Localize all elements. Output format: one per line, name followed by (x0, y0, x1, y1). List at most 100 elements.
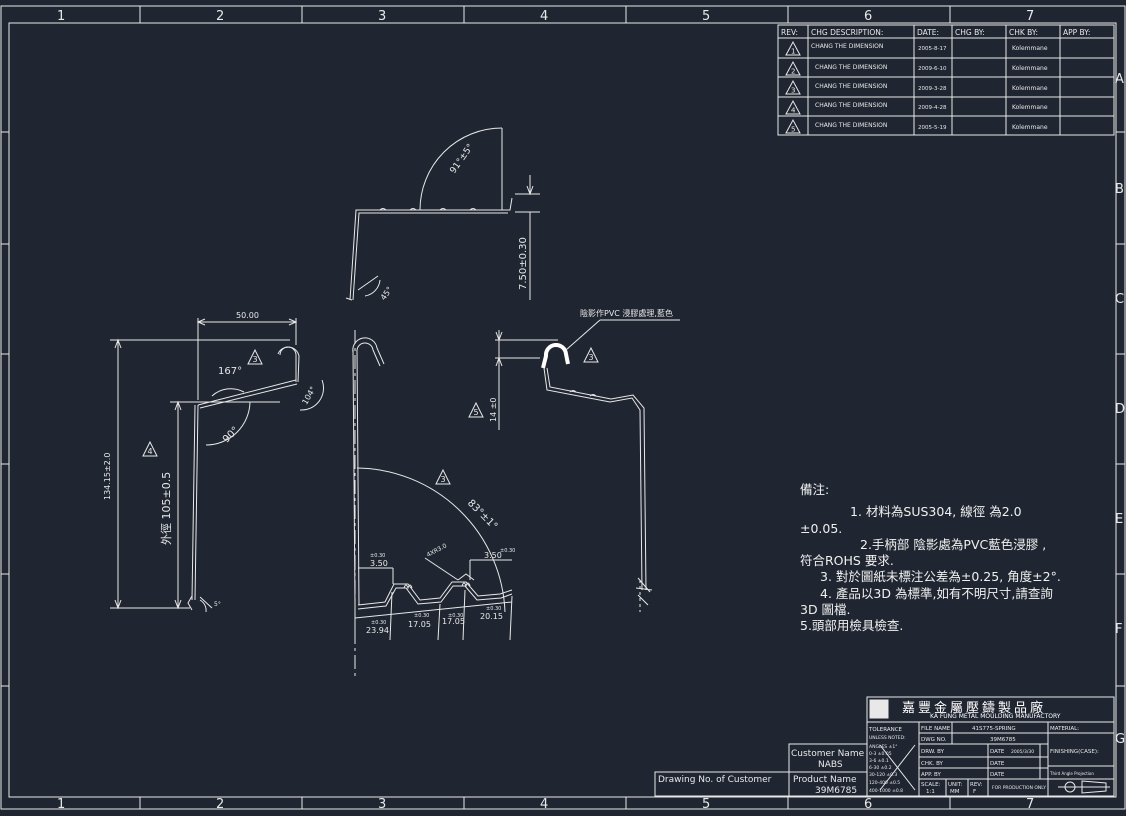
svg-text:1: 1 (791, 48, 795, 56)
rev-header: CHK BY: (1009, 28, 1038, 37)
tb-date-label: DATE (990, 761, 1005, 767)
tb-unless-noted: UNLESS NOTED: (869, 735, 906, 741)
rev-marker-label: 3 (441, 475, 446, 484)
rev-row: 2 CHANG THE DIMENSION 2009-6-10 Kolemman… (785, 60, 1048, 76)
dim-tol: ±0.30 (448, 613, 463, 619)
tb-unit-label: UNIT: (948, 782, 963, 788)
rev-marker (142, 348, 263, 457)
dim-od-105: 外徑 105±0.5 (160, 472, 173, 545)
revision-table (777, 24, 1115, 136)
top-view (345, 127, 540, 301)
rev-row: 4 CHANG THE DIMENSION 2009-4-28 Kolemman… (785, 99, 1048, 115)
note-line: 2.手柄部 陰影處為PVC藍色浸膠 , 符合ROHS 要求. (800, 536, 1047, 569)
tb-tol-row: 30-120 ±0.3 (869, 772, 897, 778)
front-view (352, 330, 513, 680)
col-label: 3 (378, 9, 386, 24)
inner-border (8, 22, 1117, 798)
tb-scale-label: SCALE: (921, 782, 941, 788)
svg-text:2009-4-28: 2009-4-28 (918, 105, 947, 111)
notes-title: 備注: (800, 482, 830, 497)
dim-top-height: 7.50±0.30 (518, 237, 529, 290)
col-label: 2 (216, 797, 224, 812)
note-line: 4. 產品以3D 為標準,如有不明尺寸,請查詢3D 圖檔. (800, 585, 1053, 618)
tb-rev-label: REV: (970, 782, 983, 788)
dim-r-tol-left: ±0.30 (370, 553, 385, 559)
svg-text:2005-5-19: 2005-5-19 (918, 125, 947, 131)
tb-drw-by-label: DRW. BY (921, 749, 945, 755)
rev-row: 5 CHANG THE DIMENSION 2005-5-19 Kolemman… (785, 118, 1048, 134)
svg-text:Kolemmane: Kolemmane (1012, 124, 1048, 131)
left-side-view (110, 318, 325, 613)
dim-hook-14: 14 ±0 (489, 397, 498, 422)
note-line: 5.頭部用檢具檢查. (800, 618, 904, 634)
dim-height-134: 134.15±2.0 (103, 453, 112, 500)
dim-17a: 17.05 (408, 620, 431, 629)
tb-tol-row: ANGLES ±1° (869, 744, 897, 750)
col-label: 5 (702, 797, 710, 812)
title-block (654, 696, 1115, 797)
col-label: 4 (540, 9, 548, 24)
rev-row: 1 CHANG THE DIMENSION 2005-8-17 Kolemman… (785, 40, 1048, 56)
dim-20: 20.15 (480, 612, 503, 621)
col-label: 3 (378, 797, 386, 812)
tb-tol-row: 6-30 ±0.2 (869, 765, 892, 771)
tb-tol-row: 120-400 ±0.5 (869, 780, 900, 786)
tb-unit: MM (950, 789, 960, 795)
tb-file-name: 41S775-SPRING (972, 726, 1016, 732)
dim-tol: ±0.30 (371, 620, 386, 626)
row-label: E (1115, 512, 1123, 527)
col-label: 1 (57, 797, 65, 812)
product-name: 39M6785 (815, 786, 857, 796)
svg-text:CHANG THE DIMENSION: CHANG THE DIMENSION (815, 83, 887, 90)
note-line: 3. 對於圖紙未標注公差為±0.25, 角度±2°. (820, 569, 1061, 585)
zone-ticks (1, 6, 1125, 809)
company-logo: K (872, 704, 883, 719)
tb-tol-row: 400-1000 ±0.8 (869, 788, 903, 794)
tb-drw-date: 2005/3/30 (1011, 749, 1034, 755)
drawing-no-customer-label: Drawing No. of Customer (658, 775, 772, 785)
rev-marker-label: 5 (474, 408, 479, 417)
dim-tol: ±0.30 (486, 606, 501, 612)
svg-text:CHANG THE DIMENSION: CHANG THE DIMENSION (815, 102, 887, 109)
svg-text:CHANG THE DIMENSION: CHANG THE DIMENSION (815, 122, 887, 129)
row-label: D (1115, 402, 1125, 417)
col-label: 6 (864, 9, 872, 24)
tb-app-by-label: APP. BY (921, 772, 942, 778)
svg-text:5: 5 (791, 126, 795, 134)
rev-marker (435, 468, 451, 485)
rev-header: DATE: (917, 28, 939, 37)
svg-text:Kolemmane: Kolemmane (1012, 45, 1048, 52)
row-label: A (1115, 72, 1124, 87)
rev-header: REV: (781, 28, 798, 37)
svg-text:CHANG THE DIMENSION: CHANG THE DIMENSION (811, 43, 883, 50)
dim-angle-167: 167° (218, 366, 242, 377)
dim-angle-83: 83°±1° (465, 498, 499, 532)
dim-17b: 17.05 (442, 617, 465, 626)
dim-23: 23.94 (366, 626, 389, 635)
tb-material-label: MATERIAL: (1050, 726, 1079, 732)
svg-text:Kolemmane: Kolemmane (1012, 85, 1048, 92)
row-label: C (1115, 292, 1124, 307)
tb-dwg-no: 39M6785 (990, 737, 1016, 743)
customer-name-label: Customer Name (791, 749, 865, 759)
col-label: 4 (540, 797, 548, 812)
tb-rev: F (973, 789, 976, 795)
tb-dwg-no-label: DWG NO. (921, 737, 947, 743)
tb-tol-row: 3-6 ±0.1 (869, 758, 889, 764)
rev-header: CHG BY: (955, 28, 985, 37)
rev-marker (468, 346, 599, 418)
svg-text:2005-8-17: 2005-8-17 (918, 46, 947, 52)
col-label: 7 (1026, 9, 1034, 24)
row-label: G (1115, 732, 1125, 747)
tb-date-label: DATE (990, 749, 1005, 755)
rev-header: CHG DESCRIPTION: (811, 28, 883, 37)
tb-date-label: DATE (990, 772, 1005, 778)
customer-name: NABS (818, 760, 843, 770)
dim-small-5: 5° (214, 601, 221, 608)
tb-chk-by-label: CHK. BY (921, 761, 944, 767)
notes-block: 備注: 1. 材料為SUS304, 線徑 為2.0 ±0.05. 2.手柄部 陰… (800, 482, 1062, 635)
tb-file-name-label: FILE NAME (921, 726, 951, 732)
col-label: 2 (216, 9, 224, 24)
svg-text:2009-6-10: 2009-6-10 (918, 66, 947, 72)
